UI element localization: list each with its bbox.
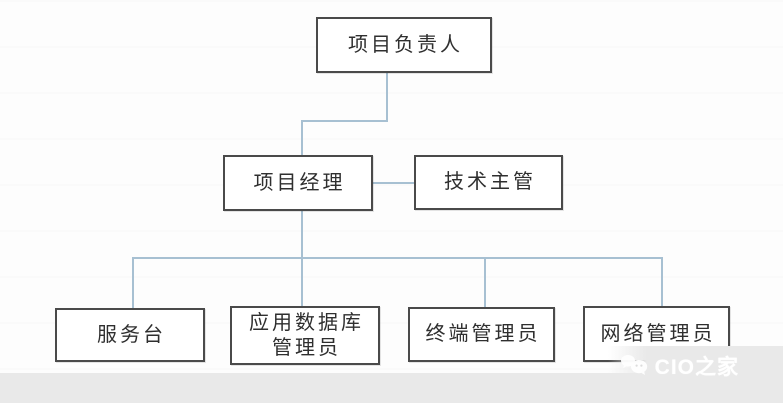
node-terminal-admin-label: 终端管理员 bbox=[425, 323, 541, 345]
node-tech-supervisor-label: 技术主管 bbox=[444, 171, 536, 193]
chat-bubble-faces-logo-icon bbox=[620, 355, 647, 375]
connector-distribution-bus bbox=[132, 257, 663, 259]
connector-leader-across bbox=[301, 120, 388, 122]
connector-drop-network-admin bbox=[661, 257, 663, 306]
node-app-db-admin: 应用数据库 管理员 bbox=[230, 306, 380, 365]
connector-leader-drop bbox=[386, 73, 388, 122]
connector-drop-service-desk bbox=[132, 257, 134, 308]
watermark-background-patch bbox=[608, 346, 783, 403]
watermark-text: CIO之家 bbox=[654, 356, 739, 379]
connector-leader-to-pm bbox=[301, 120, 303, 155]
node-project-leader-label: 项目负责人 bbox=[348, 33, 463, 56]
watermark: CIO之家 bbox=[620, 351, 739, 381]
node-app-db-admin-label: 应用数据库 管理员 bbox=[249, 311, 364, 361]
node-terminal-admin: 终端管理员 bbox=[408, 307, 555, 362]
node-tech-supervisor: 技术主管 bbox=[414, 155, 563, 210]
node-app-db-admin-line2: 管理员 bbox=[272, 336, 341, 359]
node-project-manager: 项目经理 bbox=[223, 155, 373, 211]
node-network-admin-label: 网络管理员 bbox=[600, 322, 716, 345]
node-service-desk: 服务台 bbox=[55, 308, 205, 362]
node-project-leader: 项目负责人 bbox=[316, 17, 492, 73]
node-app-db-admin-line1: 应用数据库 bbox=[249, 311, 364, 334]
connector-drop-terminal-admin bbox=[484, 257, 486, 307]
connector-pm-tech bbox=[373, 182, 414, 184]
node-project-manager-label: 项目经理 bbox=[253, 171, 346, 194]
node-service-desk-label: 服务台 bbox=[97, 323, 166, 346]
